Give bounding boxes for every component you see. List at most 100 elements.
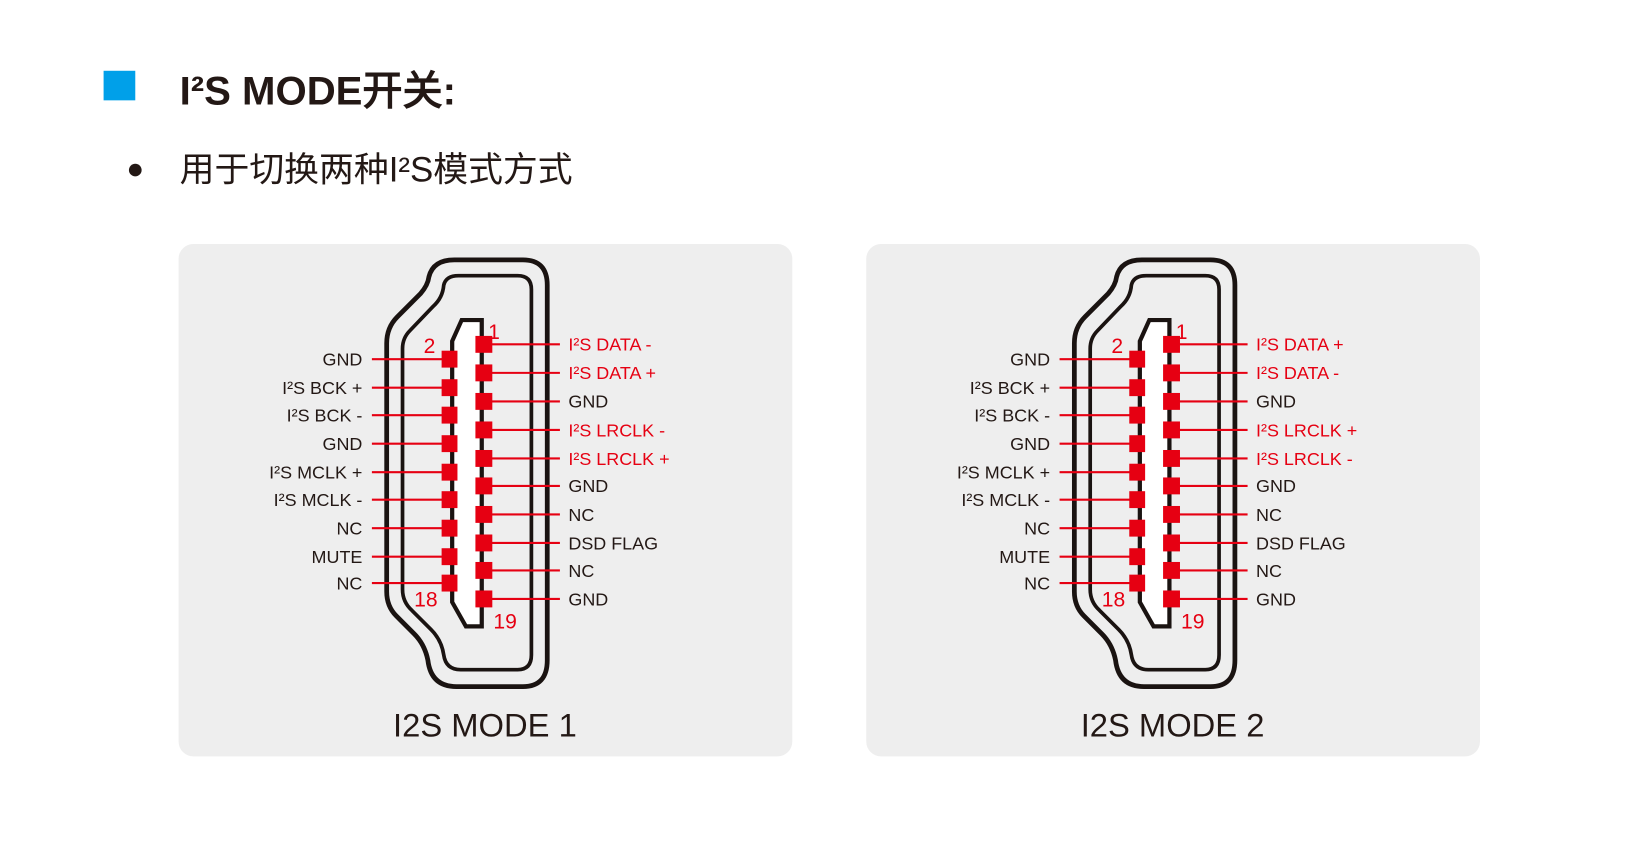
pin-label: GND [568, 392, 608, 412]
pin-label: MUTE [312, 547, 363, 567]
hdmi-connector-outline [1071, 257, 1238, 689]
panel-background [866, 244, 1480, 757]
pin-number-2: 2 [1111, 335, 1123, 358]
pin-label: GND [1256, 589, 1296, 609]
pin-label: I²S DATA + [1256, 335, 1344, 355]
pin-label: I²S LRCLK + [568, 449, 669, 469]
pin-pad [1163, 364, 1180, 382]
bullet-icon [128, 163, 142, 177]
pin-pad [475, 561, 493, 579]
pin-label: GND [1256, 392, 1296, 412]
pin-label: I²S MCLK - [961, 490, 1050, 510]
pin-label: GND [323, 349, 363, 369]
pin-label: GND [1010, 349, 1050, 369]
pin-number-1: 1 [488, 321, 500, 344]
pin-label: I²S DATA - [568, 335, 651, 355]
pin-label: I²S BCK - [974, 405, 1050, 425]
pin-pad [441, 519, 458, 537]
pin-label: NC [1256, 505, 1282, 525]
pin-pad [441, 548, 458, 566]
pin-pad [475, 534, 493, 552]
pin-pad [1163, 449, 1180, 467]
pin-label: I²S DATA + [568, 363, 656, 383]
pin-pad [1129, 406, 1146, 424]
pin-pad [475, 392, 493, 410]
pin-pad [1129, 491, 1146, 509]
pin-pad [1163, 477, 1180, 495]
pin-pad [475, 477, 493, 495]
pin-pad [1129, 548, 1146, 566]
pin-label: I²S MCLK - [274, 490, 363, 510]
pin-number-1: 1 [1176, 321, 1188, 344]
pin-label: NC [568, 561, 594, 581]
pin-label: GND [323, 434, 363, 454]
pin-pad [1129, 435, 1146, 453]
pin-label: GND [568, 589, 608, 609]
connector-tongue [450, 317, 484, 629]
pin-number-19: 19 [1181, 611, 1204, 634]
pin-pad [441, 491, 458, 509]
pin-pad [1163, 505, 1180, 523]
pin-label: I²S LRCLK + [1256, 420, 1357, 440]
pin-label: DSD FLAG [1256, 533, 1346, 553]
pin-label: NC [1024, 573, 1050, 593]
pin-label: I²S BCK - [287, 405, 363, 425]
pin-label: I²S DATA - [1256, 363, 1339, 383]
pin-label: NC [336, 573, 362, 593]
mode-panel-2: GND I²S BCK + I²S BCK - GND I²S MCLK + I²S MC… [866, 244, 1480, 757]
pin-pad [475, 505, 493, 523]
pin-label: I²S MCLK + [269, 463, 362, 483]
mode-title: I2S MODE 1 [393, 706, 577, 743]
pin-number-18: 18 [1102, 588, 1125, 611]
pin-pad [475, 449, 493, 467]
pin-pad [441, 463, 458, 481]
pin-pad [1129, 519, 1146, 537]
pin-pad [475, 335, 493, 353]
pin-label: NC [1024, 518, 1050, 538]
pin-number-2: 2 [424, 335, 436, 358]
mode-title: I2S MODE 2 [1081, 706, 1265, 743]
pin-label: NC [336, 518, 362, 538]
pin-pad [1129, 574, 1146, 592]
pin-pad [475, 364, 493, 382]
pin-pad [1163, 590, 1180, 608]
pin-pad [1129, 463, 1146, 481]
pin-label: I²S LRCLK - [568, 420, 665, 440]
pin-number-18: 18 [414, 588, 437, 611]
hdmi-connector-inner-outline [400, 273, 534, 672]
mode-panel-1: GND I²S BCK + I²S BCK - GND I²S MCLK + I²S MC… [178, 244, 793, 757]
pin-pad [441, 379, 458, 397]
pin-pad [1163, 561, 1180, 579]
pin-pad [1163, 392, 1180, 410]
pin-label: GND [568, 476, 608, 496]
pin-pad [1163, 421, 1180, 439]
pin-label: I²S BCK + [970, 378, 1050, 398]
pin-label: I²S BCK + [282, 378, 362, 398]
pin-pad [1129, 350, 1146, 368]
pin-pad [441, 406, 458, 424]
pin-pad [1129, 379, 1146, 397]
pin-label: NC [568, 505, 594, 525]
pin-pad [441, 350, 458, 368]
hdmi-connector-outline [384, 257, 550, 689]
pin-label: MUTE [999, 547, 1050, 567]
pin-label: GND [1256, 476, 1296, 496]
pin-label: I²S LRCLK - [1256, 449, 1353, 469]
section-title: I²S MODE开关: [180, 69, 456, 114]
pin-label: NC [1256, 561, 1282, 581]
pin-pad [1163, 534, 1180, 552]
pin-label: I²S MCLK + [957, 463, 1050, 483]
pin-pad [475, 421, 493, 439]
pin-pad [475, 590, 493, 608]
pin-pad [1163, 335, 1180, 353]
bullet-text: 用于切换两种I²S模式方式 [180, 151, 573, 190]
pin-pad [441, 435, 458, 453]
pin-label: GND [1010, 434, 1050, 454]
connector-tongue [1137, 317, 1172, 629]
pin-pad [441, 574, 458, 592]
panel-background [178, 244, 793, 757]
hdmi-connector-inner-outline [1088, 273, 1221, 672]
accent-square-icon [103, 70, 136, 101]
pin-label: DSD FLAG [568, 533, 658, 553]
